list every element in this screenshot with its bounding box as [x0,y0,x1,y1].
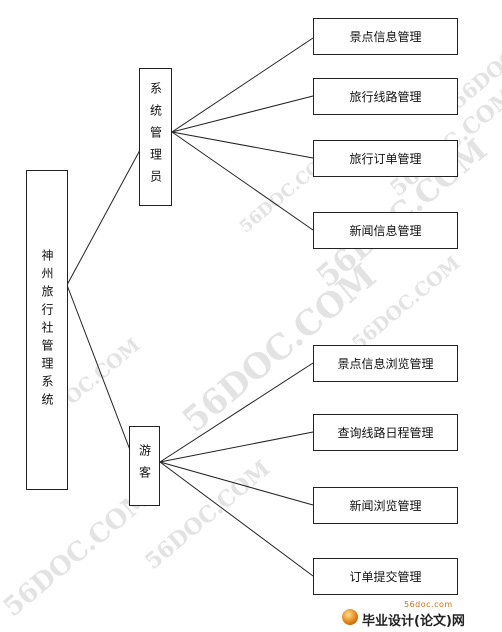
module-label: 查询线路日程管理 [337,425,434,440]
branch-node-admin: 系统管理员 [139,68,172,206]
module-node: 订单提交管理 [313,558,458,595]
module-node: 新闻信息管理 [313,212,458,249]
site-branding: 56doc.com 毕业设计(论文)网 [336,600,500,630]
site-url: 56doc.com [404,600,453,609]
connector-visitor-m3 [159,461,314,506]
module-node: 景点信息浏览管理 [313,345,458,382]
connector-admin-m2 [171,95,314,133]
root-node-label: 神州旅行社管理系统 [40,249,54,411]
site-logo-icon [342,609,358,625]
module-node: 查询线路日程管理 [313,414,458,451]
connector-admin-m3 [171,131,314,159]
branch-node-admin-label: 系统管理员 [148,82,163,192]
root-node: 神州旅行社管理系统 [26,170,68,490]
branch-node-visitor-label: 游客 [137,444,152,488]
connector-visitor-m1 [159,362,314,463]
module-label: 景点信息管理 [349,29,422,44]
connector-visitor-m4 [159,461,314,577]
module-node: 新闻浏览管理 [313,487,458,524]
module-label: 景点信息浏览管理 [337,356,434,371]
connector-root-admin [66,149,141,286]
site-name: 毕业设计(论文)网 [362,614,465,629]
module-label: 旅行订单管理 [349,151,422,166]
module-label: 订单提交管理 [349,569,422,584]
connector-admin-m4 [171,131,314,231]
connector-root-visitor [66,284,131,451]
connector-admin-m1 [171,37,314,133]
module-label: 旅行线路管理 [349,89,422,104]
connector-visitor-m2 [159,431,314,463]
module-label: 新闻信息管理 [349,223,422,238]
module-node: 旅行线路管理 [313,78,458,115]
module-node: 景点信息管理 [313,18,458,55]
module-node: 旅行订单管理 [313,140,458,177]
module-label: 新闻浏览管理 [349,498,422,513]
branch-node-visitor: 游客 [129,426,160,506]
